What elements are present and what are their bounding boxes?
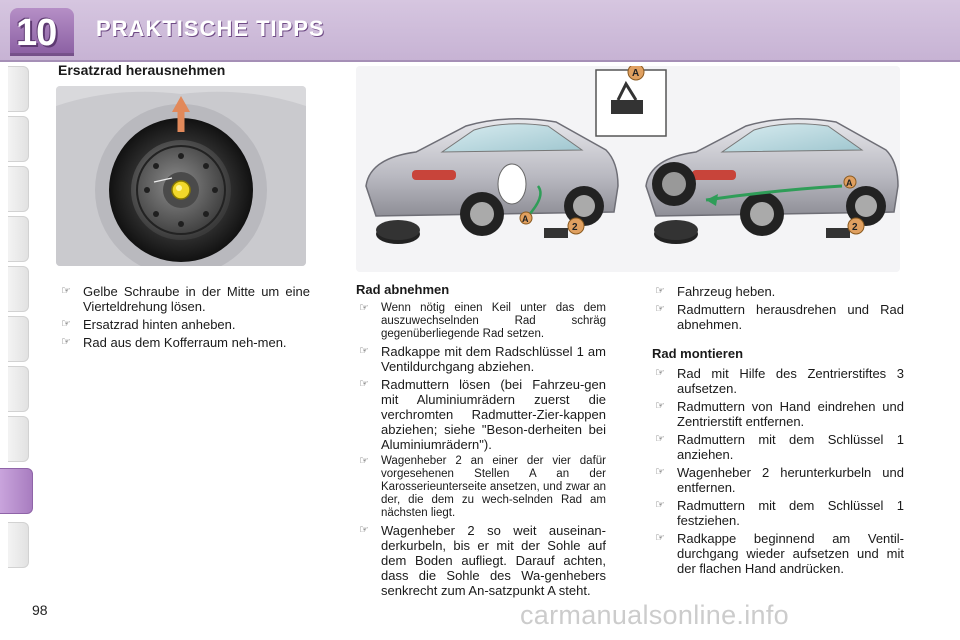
hand-pointer-icon: ☞ (61, 285, 71, 297)
spare-wheel-illustration (56, 86, 306, 266)
hand-pointer-icon: ☞ (655, 367, 665, 379)
list-item: ☞Gelbe Schraube in der Mitte um eine Vie… (61, 284, 310, 314)
hand-pointer-icon: ☞ (655, 400, 665, 412)
side-tab-2[interactable] (8, 116, 29, 162)
side-tab-3[interactable] (8, 166, 29, 212)
column-spare-wheel: ☞Gelbe Schraube in der Mitte um eine Vie… (58, 284, 310, 353)
chapter-title: PRAKTISCHE TIPPS (96, 16, 325, 41)
subheading-remove-wheel: Rad abnehmen (356, 282, 450, 297)
list-item: ☞Radmuttern mit dem Schlüssel 1 anziehen… (655, 432, 904, 462)
label-a-inset: A (632, 68, 639, 79)
label-2-right: 2 (852, 222, 858, 233)
hand-pointer-icon: ☞ (359, 455, 369, 467)
list-item: ☞Radmuttern von Hand eindrehen und Zentr… (655, 399, 904, 429)
list-item: ☞Wagenheber 2 so weit auseinan-derkurbel… (359, 523, 606, 598)
wheel-change-illustration: A A 2 A (356, 66, 900, 272)
car-left: A 2 (365, 118, 619, 244)
hand-pointer-icon: ☞ (655, 466, 665, 478)
label-2-left: 2 (572, 222, 578, 233)
list-item: ☞Rad aus dem Kofferraum neh-men. (61, 335, 287, 350)
column-remove-wheel: Rad abnehmen ☞Wenn nötig einen Keil unte… (356, 282, 606, 601)
side-tab-10[interactable] (8, 522, 29, 568)
car-right: A 2 (645, 118, 899, 244)
list-item: ☞Wagenheber 2 an einer der vier dafür vo… (359, 455, 606, 519)
watermark: carmanualsonline.info (520, 600, 789, 630)
hand-pointer-icon: ☞ (61, 336, 71, 348)
hand-pointer-icon: ☞ (359, 345, 369, 357)
side-tab-5[interactable] (8, 266, 29, 312)
label-a-right: A (846, 178, 853, 188)
list-item: ☞Ersatzrad hinten anheben. (61, 317, 236, 332)
list-item: ☞Radmuttern mit dem Schlüssel 1 festzieh… (655, 498, 904, 528)
hand-pointer-icon: ☞ (655, 433, 665, 445)
list-item: ☞Radmuttern herausdrehen und Rad abnehme… (655, 302, 904, 332)
section-title: Ersatzrad herausnehmen (58, 62, 226, 78)
subheading-mount-wheel: Rad montieren (652, 346, 744, 361)
hand-pointer-icon: ☞ (359, 378, 369, 390)
side-tab-6[interactable] (8, 316, 29, 362)
hand-pointer-icon: ☞ (655, 499, 665, 511)
hand-pointer-icon: ☞ (655, 285, 665, 297)
hand-pointer-icon: ☞ (359, 524, 369, 536)
list-item: ☞Radkappe mit dem Radschlüssel 1 am Vent… (359, 344, 606, 374)
list-item: ☞Wenn nötig einen Keil unter das dem aus… (359, 302, 606, 340)
side-tab-4[interactable] (8, 216, 29, 262)
hand-pointer-icon: ☞ (61, 318, 71, 330)
list-item: ☞Wagenheber 2 herunterkurbeln und entfer… (655, 465, 904, 495)
list-item: ☞Fahrzeug heben. (655, 284, 776, 299)
hand-pointer-icon: ☞ (655, 303, 665, 315)
side-tab-active[interactable] (0, 468, 33, 514)
list-item: ☞Radkappe beginnend am Ventil-durchgang … (655, 531, 904, 576)
hand-pointer-icon: ☞ (655, 532, 665, 544)
side-tab-8[interactable] (8, 416, 29, 462)
chapter-header: 10 PRAKTISCHE TIPPS (0, 0, 960, 62)
column-mount-wheel: ☞Fahrzeug heben. ☞Radmuttern herausdrehe… (652, 284, 904, 579)
page-number: 98 (32, 602, 48, 618)
chapter-badge (10, 8, 74, 56)
list-item: ☞Radmuttern lösen (bei Fahrzeu-gen mit A… (359, 377, 606, 452)
label-a-left: A (522, 214, 529, 224)
hand-pointer-icon: ☞ (359, 302, 369, 314)
side-tab-1[interactable] (8, 66, 29, 112)
side-tab-7[interactable] (8, 366, 29, 412)
list-item: ☞Rad mit Hilfe des Zentrierstiftes 3 auf… (655, 366, 904, 396)
chapter-side-tabs (0, 66, 34, 576)
chapter-number: 10 (16, 12, 57, 54)
